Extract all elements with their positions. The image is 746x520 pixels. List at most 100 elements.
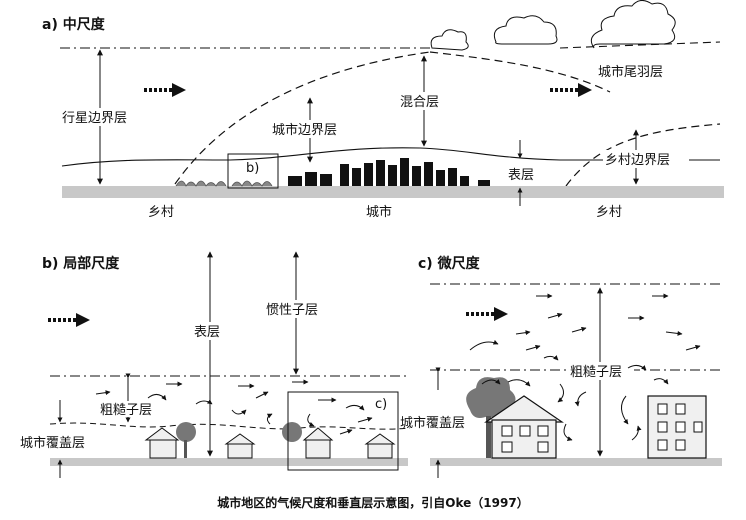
- flow-arrow-icon: [231, 409, 247, 415]
- flow-arrow-icon: [571, 326, 587, 333]
- flow-arrow-icon: [665, 330, 683, 336]
- ground-strip: [50, 458, 408, 466]
- house-icon: [144, 427, 180, 459]
- inset-b-box: [227, 153, 279, 189]
- surface-layer-label: 表层: [194, 325, 220, 340]
- ground-strip: [430, 458, 722, 466]
- urban-plume-label: 城市尾羽层: [598, 64, 663, 80]
- building-icon: [305, 172, 317, 186]
- building-icon: [647, 395, 707, 459]
- building-icon: [388, 165, 397, 186]
- plume-bottom-line: [429, 51, 611, 93]
- flow-arrow-icon: [685, 344, 701, 351]
- flow-arrow-icon: [95, 390, 111, 396]
- building-icon: [424, 162, 433, 186]
- flow-arrow-icon: [557, 383, 564, 403]
- rural-bl-label: 乡村边界层: [605, 153, 670, 168]
- building-icon: [478, 180, 490, 186]
- flow-arrow-icon: [525, 344, 541, 351]
- flow-arrow-icon: [627, 364, 647, 371]
- flow-arrow-icon: [469, 339, 499, 351]
- house-icon: [224, 433, 256, 459]
- inset-c-box: [287, 391, 399, 471]
- label-bg: [603, 150, 689, 168]
- house-icon: [364, 433, 396, 459]
- inertial-sublayer-label: 惯性子层: [266, 302, 318, 318]
- turbulence-arrows: [95, 379, 373, 435]
- panel-b: b) 局部尺度 表层 惯性子层 粗糙子层 城市覆盖层: [18, 251, 411, 478]
- label-bg: [398, 92, 452, 110]
- rural-bl-line: [565, 123, 721, 187]
- urban-canopy-label: 城市覆盖层: [400, 415, 465, 431]
- building-icon: [460, 176, 469, 186]
- flow-arrow-icon: [307, 413, 315, 427]
- flow-arrow-icon: [357, 416, 373, 423]
- tree-icon: [176, 422, 196, 442]
- inset-c-label: c): [375, 397, 387, 412]
- tree-trunk: [184, 440, 187, 458]
- urban-canopy-label: 城市覆盖层: [20, 435, 85, 451]
- wind-arrow-icon: [48, 313, 90, 327]
- planetary-bl-label: 行星边界层: [62, 111, 127, 126]
- label-bg: [192, 322, 230, 340]
- building-icon: [340, 164, 349, 186]
- panel-b-title: b) 局部尺度: [42, 255, 120, 272]
- cloud-icon: [493, 15, 558, 45]
- roughness-sublayer-label: 粗糙子层: [570, 365, 622, 380]
- flow-arrow-icon: [543, 355, 559, 361]
- cloud-icon: [590, 0, 676, 49]
- building-icon: [320, 174, 332, 186]
- flow-arrow-icon: [507, 379, 531, 387]
- building-icon: [436, 170, 445, 186]
- flow-arrow-icon: [515, 330, 531, 336]
- flow-arrow-icon: [339, 429, 353, 435]
- panel-a: a) 中尺度 行星边界层: [42, 0, 724, 220]
- city-buildings: [288, 158, 490, 186]
- building-icon: [376, 160, 385, 186]
- plume-top-line: [559, 41, 721, 49]
- inset-b-label: b): [246, 161, 259, 176]
- label-bg: [568, 362, 634, 380]
- building-icon: [288, 176, 302, 186]
- flow-arrow-icon: [653, 378, 669, 385]
- flow-arrow-icon: [255, 391, 269, 399]
- label-bg: [268, 120, 354, 138]
- roughness-sublayer-label: 粗糙子层: [100, 403, 152, 418]
- panel-c-title: c) 微尺度: [418, 255, 481, 272]
- surface-layer-label: 表层: [508, 168, 534, 183]
- urban-bl-label: 城市边界层: [272, 122, 337, 138]
- flow-arrow-icon: [547, 312, 563, 319]
- tree-icon: [466, 377, 516, 458]
- flow-arrow-icon: [195, 399, 213, 405]
- building-icon: [448, 168, 457, 186]
- panel-c: c) 微尺度 粗糙子层 城市覆盖层: [400, 255, 722, 478]
- flow-arrow-icon: [481, 379, 501, 385]
- flow-arrow-icon: [345, 404, 365, 411]
- turbulence-arrows: [469, 293, 701, 441]
- canopy-top-line: [49, 422, 411, 430]
- flow-arrow-icon: [631, 425, 642, 441]
- vegetation-icon: [175, 180, 227, 187]
- cloud-icon: [430, 29, 469, 51]
- building-icon: [412, 166, 421, 186]
- label-bg: [18, 434, 102, 450]
- urban-bl-dome-line: [174, 51, 431, 185]
- flow-arrow-icon: [147, 394, 167, 401]
- figure-caption: 城市地区的气候尺度和垂直层示意图，引自Oke（1997）: [217, 496, 529, 510]
- flow-arrow-icon: [266, 413, 273, 425]
- wind-arrow-icon: [550, 83, 592, 97]
- vegetation-icon: [231, 180, 273, 187]
- surface-layer-line: [61, 147, 720, 167]
- ground-label-rural-left: 乡村: [148, 205, 174, 220]
- label-bg: [264, 300, 330, 318]
- flow-arrow-icon: [574, 391, 587, 407]
- building-icon: [352, 168, 361, 186]
- flow-arrow-icon: [621, 395, 629, 425]
- ground-strip: [62, 186, 724, 198]
- house-icon: [302, 427, 334, 459]
- panel-a-title: a) 中尺度: [42, 16, 106, 33]
- ground-label-urban: 城市: [366, 204, 392, 220]
- mixed-layer-label: 混合层: [400, 95, 439, 110]
- building-icon: [364, 163, 373, 186]
